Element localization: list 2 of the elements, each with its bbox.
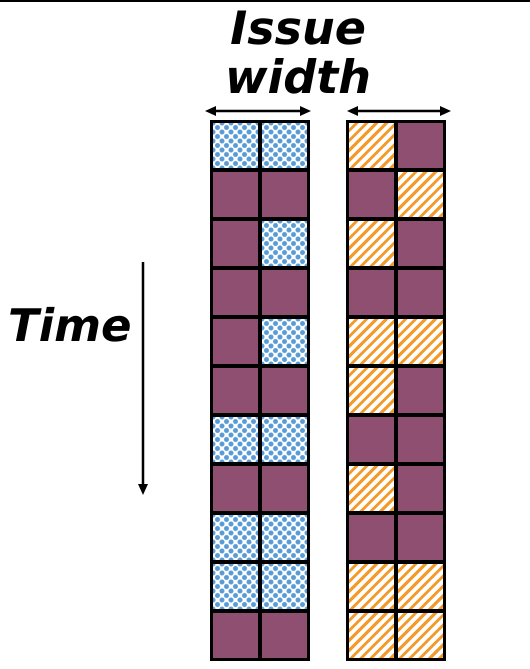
axis-label: Time	[8, 298, 132, 354]
axis-label: Issue width	[224, 4, 372, 102]
